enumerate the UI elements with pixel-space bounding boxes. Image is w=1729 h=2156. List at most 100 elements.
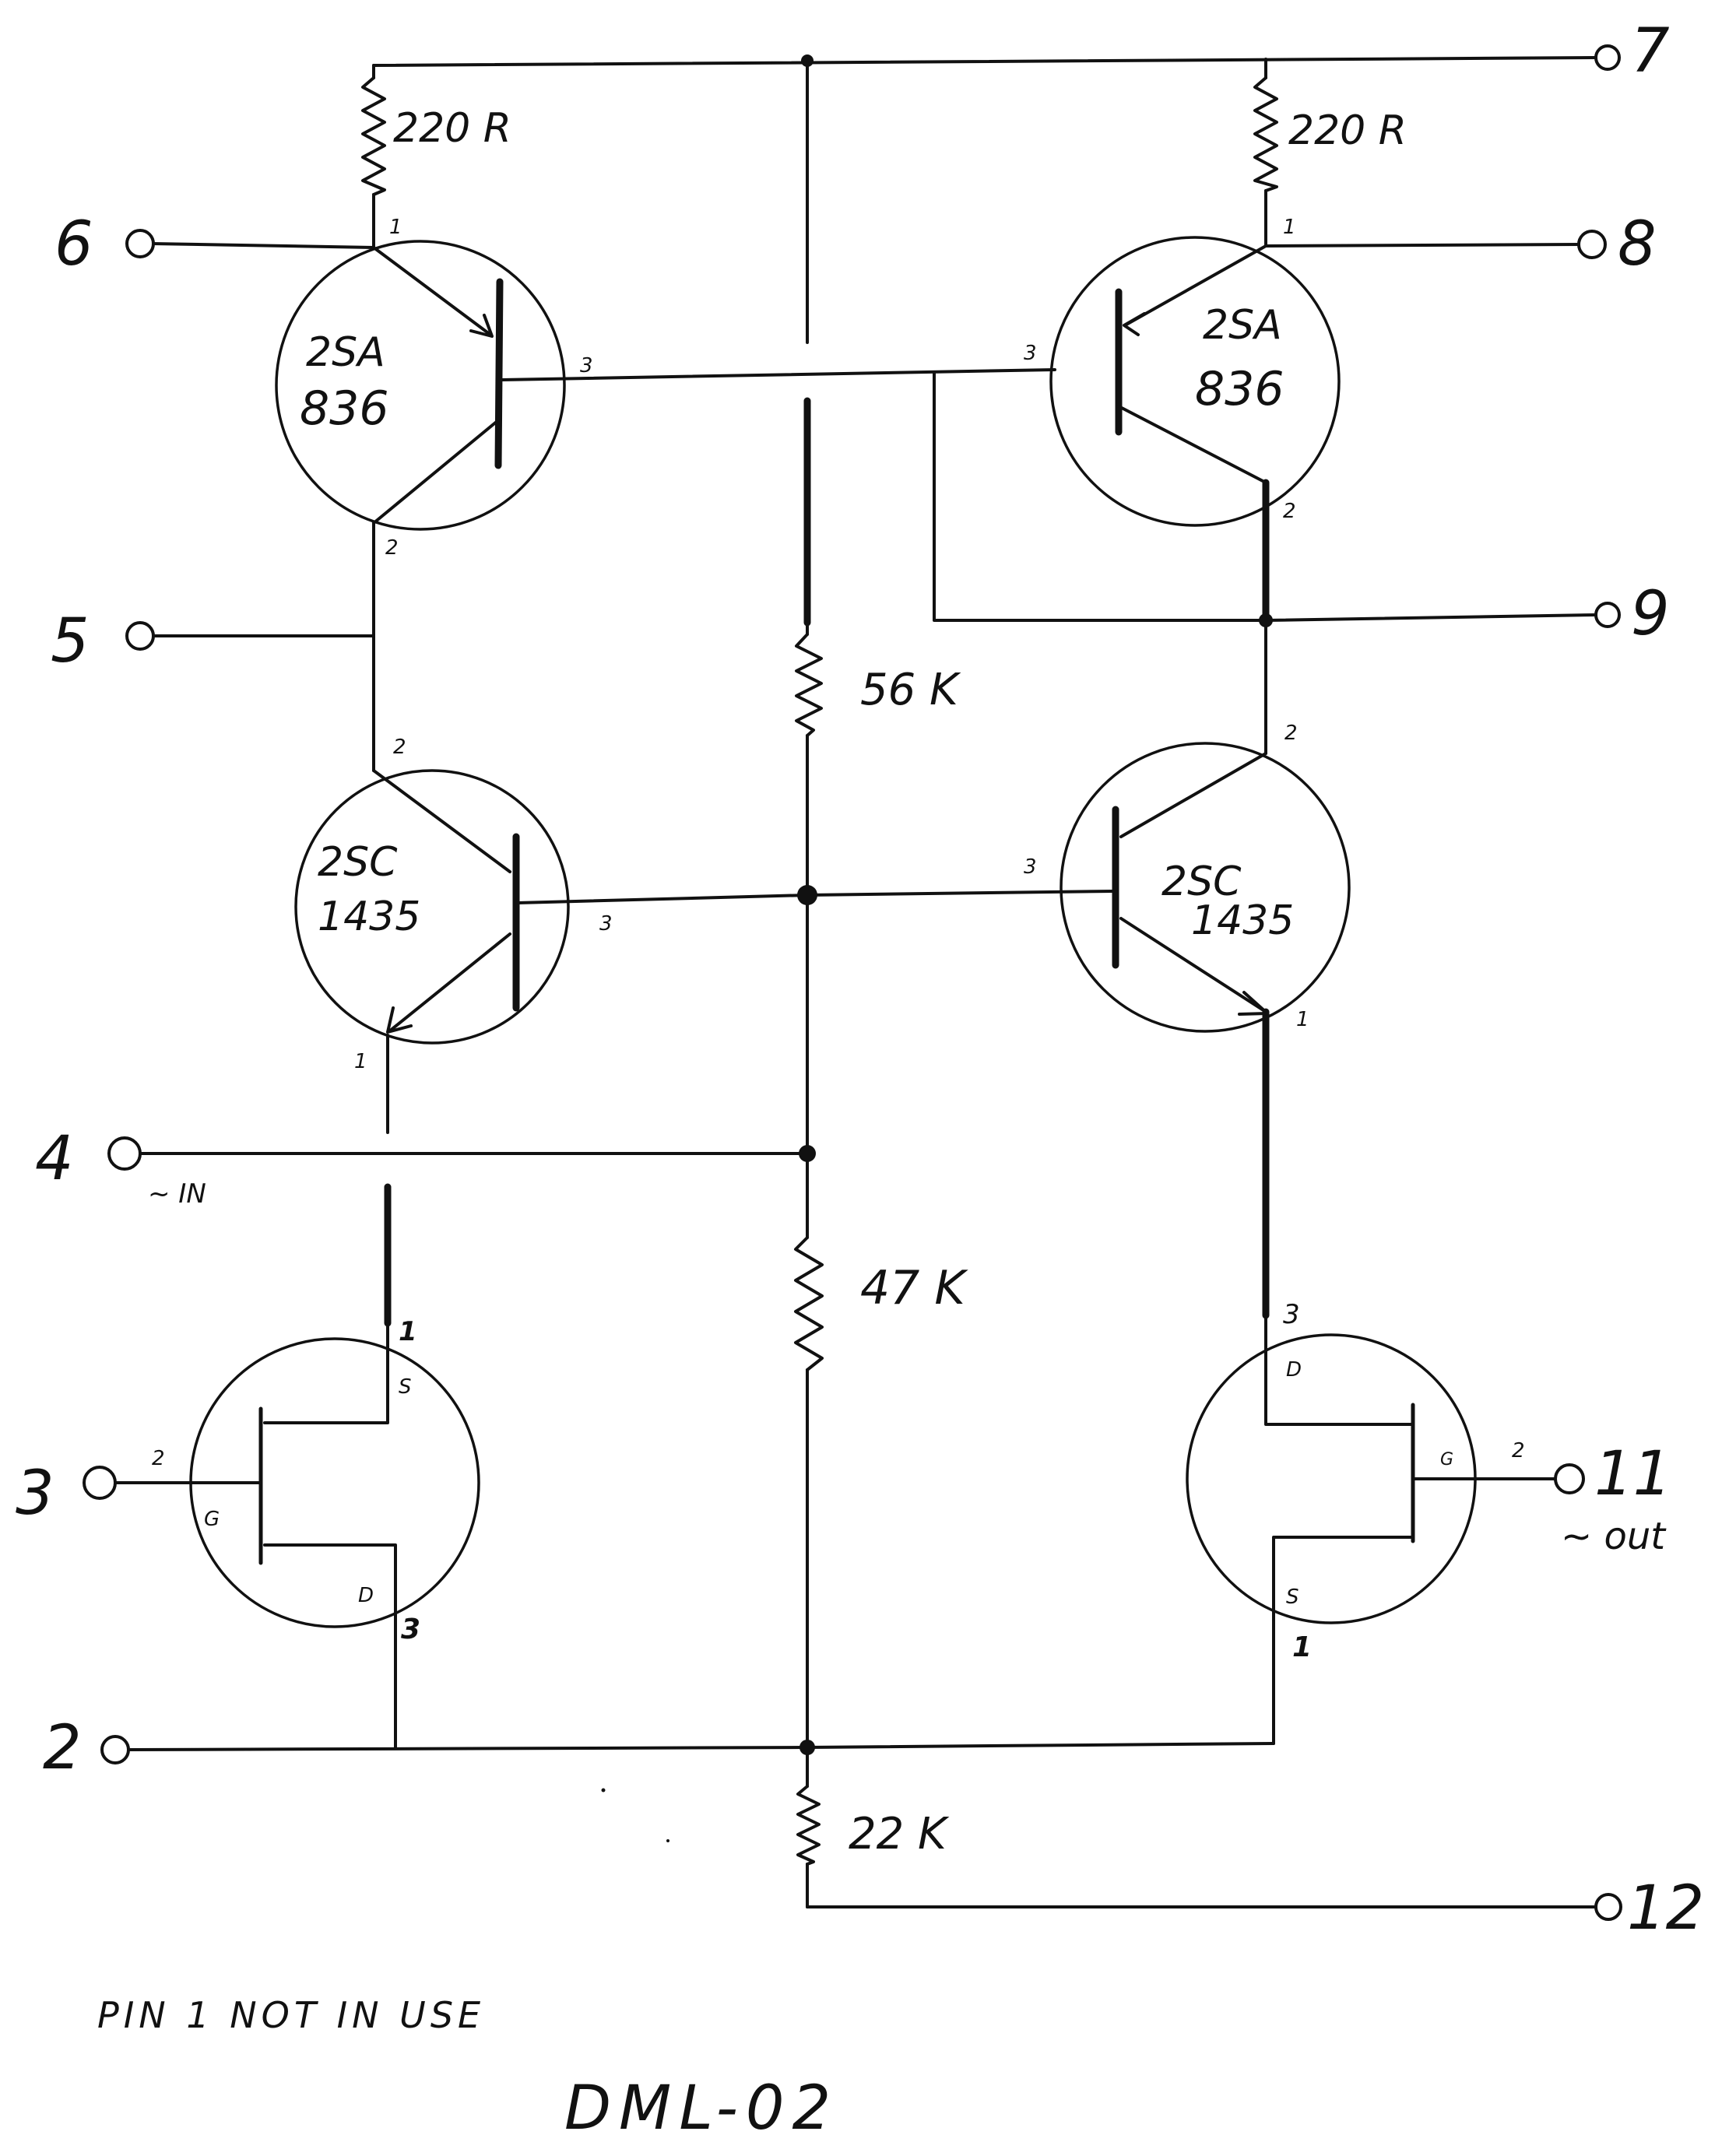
transistor-collector-lead [1117, 405, 1267, 484]
transistor-type-line1: 2SC [1161, 859, 1242, 905]
junction-dot [799, 1740, 815, 1755]
junction-dot [1259, 613, 1273, 627]
fet-pin-label: D [358, 1584, 374, 1607]
transistor-body-circle [275, 240, 566, 531]
resistor-47k-label: 47 K [860, 1261, 968, 1315]
transistor-collector-lead [372, 769, 511, 873]
pin-number: 3 [580, 354, 593, 377]
fet-pin-number: 3 [1283, 1299, 1300, 1330]
pin-number: 2 [1284, 722, 1298, 745]
fet-pin-number: 2 [1512, 1439, 1525, 1462]
fet-pin-label: S [1286, 1585, 1299, 1609]
terminal-3-circle [83, 1466, 117, 1500]
terminal-6-label: 6 [54, 209, 93, 279]
resistor-47k [794, 1236, 824, 1371]
fet-pin-number: 1 [1292, 1631, 1312, 1663]
junction-dot [797, 885, 817, 905]
resistors [361, 76, 1278, 1866]
wire-t9 [1264, 613, 1597, 622]
resistor-22k [796, 1785, 821, 1866]
resistor-labels: 220 R 220 R 56 K 47 K 22 K [393, 105, 1407, 1859]
emitter-arrow [386, 1006, 413, 1034]
pin-number: 1 [1283, 216, 1296, 239]
junctions [797, 54, 1273, 1755]
junction-dot [801, 54, 814, 67]
terminal-12-circle [1594, 1893, 1622, 1921]
transistor-labels: 2SA 836 1 2 3 2SA 836 1 2 3 2SC 1435 2 1… [300, 216, 1309, 1073]
terminal-3-label: 3 [16, 1459, 54, 1529]
fet-pin-label: G [1440, 1450, 1453, 1470]
fet-pin-number: 3 [401, 1613, 420, 1645]
fet-drain-lead [263, 1543, 397, 1617]
pin-number: 1 [389, 216, 402, 239]
transistor-type-line1: 2SA [306, 329, 385, 376]
terminal-8-circle [1577, 230, 1607, 259]
resistor-220r-right-label: 220 R [1288, 107, 1407, 154]
wire-left-npn-base [516, 894, 809, 904]
fet-pin-label: D [1286, 1358, 1302, 1382]
transistor-emitter-lead [1119, 917, 1267, 1013]
transistor-type-line1: 2SA [1203, 302, 1282, 349]
terminal-7-circle [1594, 44, 1621, 71]
resistor-220r-left-label: 220 R [393, 105, 511, 152]
fet-source-lead [263, 1322, 389, 1424]
fet-pin-label: G [204, 1508, 220, 1531]
transistor-emitter-lead [1123, 244, 1267, 327]
wire-bottom-rail [127, 1742, 1275, 1751]
scan-specks [601, 1788, 669, 1842]
pin-number: 3 [1024, 855, 1037, 879]
resistor-56k [795, 633, 823, 737]
junction-dot [799, 1145, 816, 1162]
terminal-12-label: 12 [1627, 1873, 1704, 1944]
terminal-8-label: 8 [1618, 209, 1657, 279]
pin-number: 1 [354, 1050, 367, 1073]
terminal-4-label: 4 [35, 1124, 74, 1194]
transistor-collector-lead [372, 419, 500, 525]
resistor-22k-label: 22 K [849, 1809, 950, 1859]
terminal-4-circle [107, 1136, 142, 1171]
terminals [83, 44, 1622, 1921]
transistor-mid-left [294, 769, 570, 1045]
pin-number: 1 [1296, 1008, 1309, 1031]
pin-number: 2 [393, 736, 406, 759]
scan-speck [666, 1839, 669, 1842]
terminal-11-note: ~ out [1561, 1515, 1667, 1558]
fet-drain-lead [1264, 1314, 1414, 1426]
terminal-9-circle [1594, 602, 1621, 628]
transistor-type-line2: 1435 [318, 894, 420, 940]
wire-t8 [1264, 243, 1582, 248]
transistor-top-right [1049, 236, 1341, 527]
terminal-4-note: ~ IN [148, 1178, 206, 1210]
transistor-type-line2: 836 [1195, 362, 1284, 416]
pin1-note: PIN 1 NOT IN USE [97, 1994, 485, 2036]
terminal-2-circle [100, 1735, 130, 1764]
fet-pin-number: 1 [399, 1316, 417, 1347]
transistor-body-circle [294, 769, 570, 1045]
transistor-emitter-lead [388, 932, 511, 1033]
wire-pnp-base-link [501, 368, 1056, 381]
transistor-type-line1: 2SC [318, 839, 398, 886]
scan-speck [601, 1788, 606, 1793]
transistor-type-line2: 1435 [1191, 897, 1294, 944]
terminal-11-circle [1554, 1463, 1585, 1494]
transistor-emitter-lead [372, 246, 492, 336]
emitter-arrow [1238, 991, 1269, 1016]
terminal-6-circle [125, 229, 155, 258]
resistor-220r-left [361, 76, 386, 196]
wire-right-npn-base [806, 890, 1115, 897]
fet-labels: 1 S 2 G D 3 3 D G 2 S 1 [152, 1299, 1525, 1663]
emitter-arrow [1123, 312, 1146, 336]
terminal-9-label: 9 [1631, 579, 1670, 649]
terminal-11-label: 11 [1594, 1439, 1671, 1509]
terminal-7-label: 7 [1631, 16, 1670, 86]
pin-number: 3 [1024, 342, 1037, 365]
fet-left [114, 1322, 480, 1628]
notes: PIN 1 NOT IN USE DML-02 [97, 1994, 831, 2144]
resistor-56k-label: 56 K [860, 665, 961, 715]
terminal-5-circle [125, 621, 155, 651]
emitter-arrow [469, 314, 494, 338]
pin-number: 2 [385, 536, 399, 560]
fet-source-lead [1272, 1536, 1412, 1621]
transistor-type-line2: 836 [300, 381, 389, 436]
